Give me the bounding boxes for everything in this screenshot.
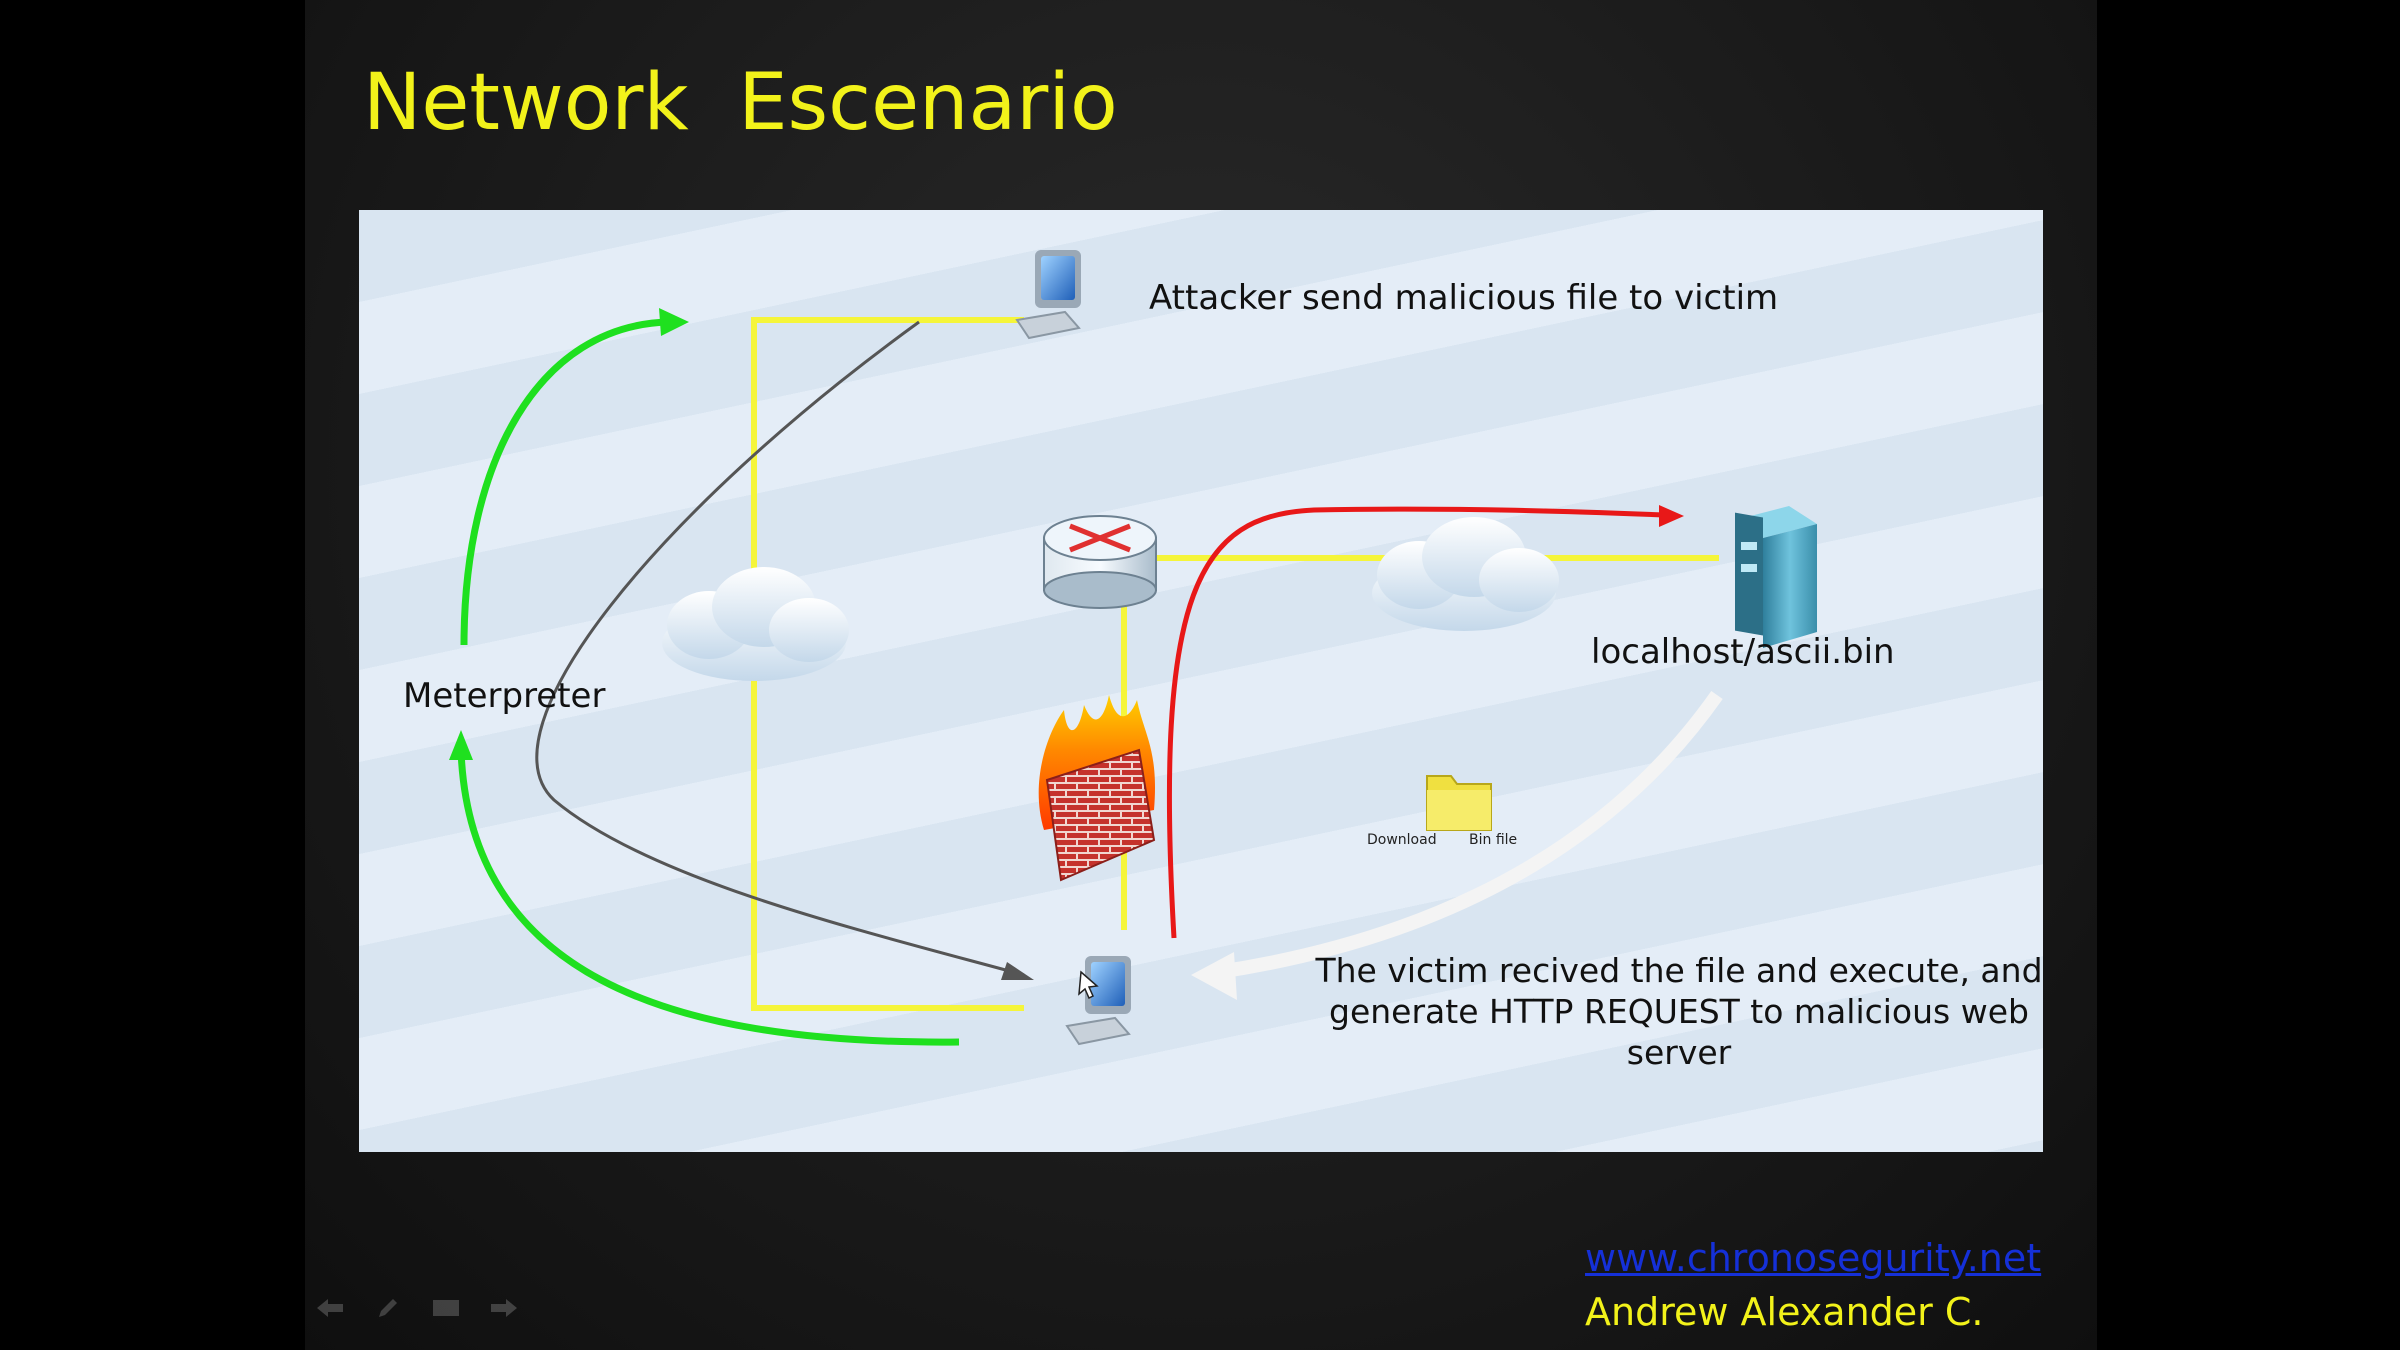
- diagram-canvas: [449, 250, 1817, 1046]
- computer-icon: [1065, 956, 1131, 1046]
- server-icon: [1735, 506, 1817, 648]
- router-icon: [1043, 515, 1157, 609]
- attacker-label: Attacker send malicious file to victim: [1149, 278, 1779, 318]
- meterpreter-arrow-return: [457, 749, 960, 1046]
- victim-label: The victim recived the file and execute,…: [1315, 951, 2043, 1072]
- download-arrowhead: [1191, 952, 1237, 1000]
- bin-file-label: Bin file: [1469, 832, 1518, 848]
- menu-icon: [433, 1300, 459, 1316]
- arrow-right-icon: [491, 1299, 517, 1317]
- pen-button[interactable]: [371, 1295, 405, 1321]
- http-request-arrowhead: [1659, 505, 1684, 527]
- computer-icon: [1015, 250, 1081, 340]
- arrow-left-icon: [317, 1299, 343, 1317]
- slideshow-controls: [313, 1295, 521, 1321]
- meterpreter-label: Meterpreter: [403, 676, 606, 716]
- previous-slide-button[interactable]: [313, 1295, 347, 1321]
- network-diagram: Attacker send malicious file to victim l…: [359, 210, 2043, 1152]
- http-request-arrow: [1166, 506, 1665, 939]
- firewall-icon: [1038, 695, 1156, 882]
- network-links: [751, 317, 1719, 1011]
- file-transfer-arrowhead: [1001, 962, 1034, 980]
- server-label: localhost/ascii.bin: [1591, 632, 1895, 672]
- slide-title: Network Escenario: [363, 58, 1118, 148]
- author-name: Andrew Alexander C.: [1585, 1290, 1984, 1334]
- slide: Network Escenario: [305, 0, 2097, 1350]
- file-transfer-arrow: [535, 320, 1025, 977]
- cloud-icon: [1372, 517, 1559, 631]
- website-link[interactable]: www.chronosegurity.net: [1585, 1236, 2042, 1280]
- folder-icon: [1426, 775, 1492, 831]
- menu-button[interactable]: [429, 1295, 463, 1321]
- pen-icon: [379, 1299, 397, 1317]
- meterpreter-arrowhead-top: [659, 308, 689, 336]
- meterpreter-arrowhead-bottom: [449, 730, 473, 760]
- meterpreter-arrow-up: [460, 318, 670, 646]
- next-slide-button[interactable]: [487, 1295, 521, 1321]
- meterpreter-arrows: [457, 318, 960, 1046]
- download-arrow: [1217, 690, 1723, 979]
- download-label: Download: [1367, 832, 1437, 848]
- cloud-icon: [662, 567, 849, 681]
